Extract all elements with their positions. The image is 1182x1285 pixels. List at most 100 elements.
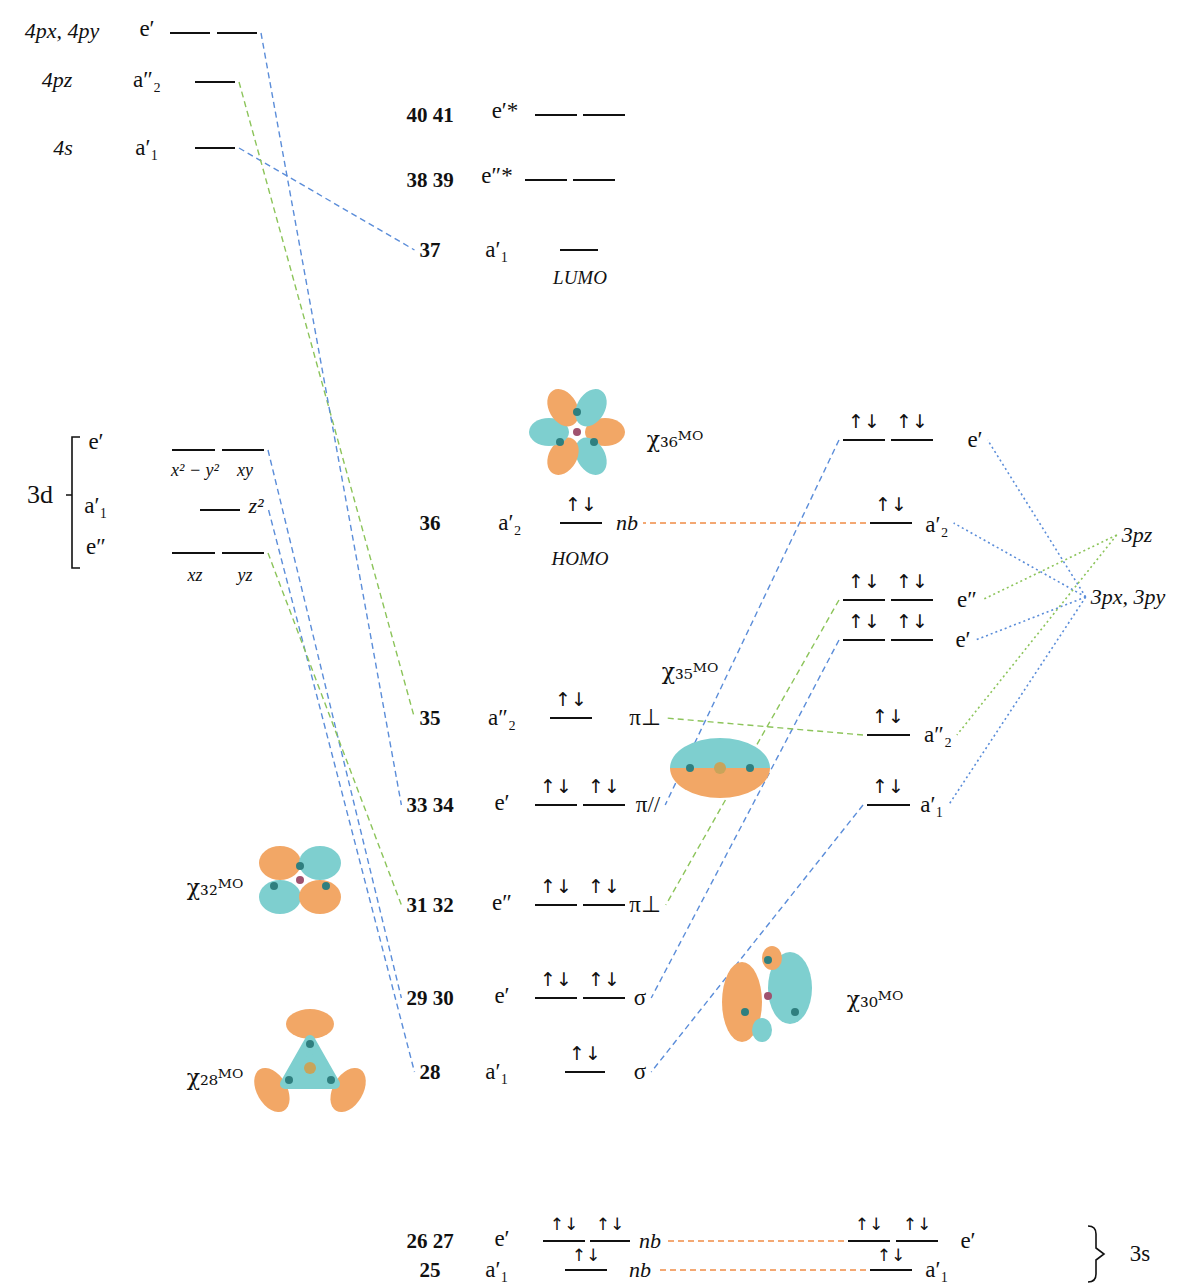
level-label: a′₁ xyxy=(134,136,159,160)
correlation-line xyxy=(666,600,839,905)
level-label: ↑↓ xyxy=(874,495,908,515)
level-label: ↑↓ xyxy=(554,690,588,710)
level-label: ↑↓ xyxy=(539,877,573,897)
level-line xyxy=(870,522,912,524)
correlation-line xyxy=(643,522,866,523)
level-label: π⊥ xyxy=(628,893,662,917)
level-line xyxy=(583,904,625,906)
level-line xyxy=(195,147,235,149)
level-label: a′₁ xyxy=(919,793,944,817)
orbital-name: χ₃₂ᴹᴼ xyxy=(186,876,245,899)
level-label: e″* xyxy=(480,164,513,188)
orbital-picture xyxy=(259,846,341,914)
orbital-name: χ₂₈ᴹᴼ xyxy=(186,1066,245,1089)
level-label: e′* xyxy=(491,99,520,123)
level-label: 40 41 xyxy=(405,104,454,126)
orbital-name: χ₃₆ᴹᴼ xyxy=(646,428,705,451)
level-line xyxy=(565,1269,607,1271)
level-line xyxy=(583,114,625,116)
level-label: HOMO xyxy=(551,549,610,569)
level-label: 36 xyxy=(419,512,442,534)
level-label: a′₁ xyxy=(484,1060,509,1084)
level-label: 4pz xyxy=(41,68,74,91)
level-label: 28 xyxy=(419,1061,442,1083)
level-label: ↑↓ xyxy=(902,1216,933,1234)
level-line xyxy=(843,599,885,601)
level-label: e″ xyxy=(85,535,107,559)
correlation-line xyxy=(666,718,863,735)
level-label: 25 xyxy=(419,1259,442,1281)
correlation-line xyxy=(261,33,401,805)
level-label: ↑↓ xyxy=(587,877,621,897)
level-label: z² xyxy=(247,494,264,517)
level-label: ↑↓ xyxy=(847,612,881,632)
level-line xyxy=(583,997,625,999)
orbital-name: χ₃₀ᴹᴼ xyxy=(846,988,905,1011)
level-line xyxy=(867,734,910,736)
level-label: 35 xyxy=(419,707,442,729)
level-line xyxy=(217,32,257,34)
level-line xyxy=(891,439,933,441)
level-line xyxy=(891,599,933,601)
level-line xyxy=(222,552,264,554)
level-label: 29 30 xyxy=(405,987,454,1009)
level-line xyxy=(200,509,240,511)
level-label: e′ xyxy=(954,628,971,652)
level-line xyxy=(172,449,215,451)
correlation-line xyxy=(957,535,1117,735)
level-label: ↑↓ xyxy=(847,572,881,592)
level-label: e′ xyxy=(493,984,510,1008)
level-label: 37 xyxy=(419,239,442,261)
level-label: 31 32 xyxy=(405,894,454,916)
level-label: LUMO xyxy=(552,268,608,288)
level-line xyxy=(560,522,602,524)
level-label: nb xyxy=(628,1258,652,1281)
level-label: ↑↓ xyxy=(895,612,929,632)
level-label: ↑↓ xyxy=(847,412,881,432)
level-line xyxy=(170,32,210,34)
correlation-line xyxy=(269,510,415,1072)
level-label: σ xyxy=(633,1060,647,1084)
level-label: x² − y² xyxy=(170,461,220,480)
level-label: ↑↓ xyxy=(895,572,929,592)
orbital-picture xyxy=(247,1009,373,1118)
correlation-line xyxy=(656,1269,866,1270)
orbital-picture xyxy=(670,738,770,798)
level-line xyxy=(535,997,577,999)
level-label: e′ xyxy=(959,1229,976,1253)
level-label: a″₂ xyxy=(487,706,517,730)
level-line xyxy=(172,552,215,554)
correlation-line xyxy=(651,805,863,1072)
level-label: a′₁ xyxy=(484,1258,509,1282)
level-label: 3pz xyxy=(1121,523,1154,546)
level-line xyxy=(222,449,264,451)
level-line xyxy=(535,114,577,116)
level-label: π// xyxy=(635,793,661,817)
level-label: σ xyxy=(633,986,647,1010)
level-label: e′ xyxy=(138,17,155,41)
level-label: ↑↓ xyxy=(549,1216,580,1234)
level-label: nb xyxy=(638,1229,662,1252)
level-line xyxy=(543,1240,585,1242)
level-line xyxy=(573,179,615,181)
level-label: ↑↓ xyxy=(564,495,598,515)
level-line xyxy=(560,249,598,251)
level-label: xz xyxy=(187,566,204,585)
level-label: 4px, 4py xyxy=(24,19,101,42)
level-label: ↑↓ xyxy=(876,1247,907,1265)
correlation-line xyxy=(976,597,1086,640)
level-label: e′ xyxy=(87,430,104,454)
level-label: ↑↓ xyxy=(571,1247,602,1265)
orbital-picture xyxy=(529,383,625,480)
level-label: e′ xyxy=(966,428,983,452)
level-label: 3px, 3py xyxy=(1090,585,1167,608)
level-label: e″ xyxy=(956,588,978,612)
level-label: a′₂ xyxy=(497,511,522,535)
correlation-line xyxy=(651,640,839,998)
level-label: ↑↓ xyxy=(568,1044,602,1064)
correlation-line xyxy=(988,440,1086,597)
level-line xyxy=(896,1240,938,1242)
level-label: ↑↓ xyxy=(539,777,573,797)
